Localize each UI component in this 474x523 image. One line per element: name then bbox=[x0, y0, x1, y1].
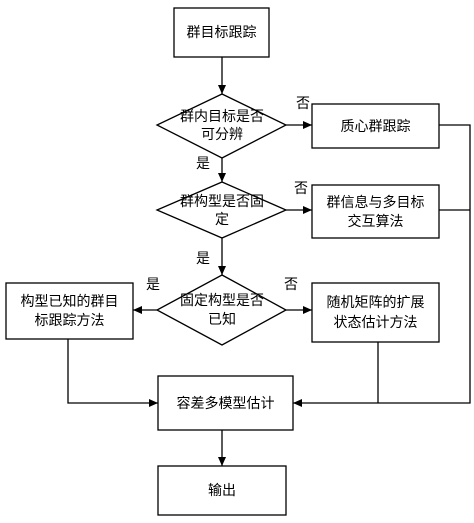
edge-label-d2-yes: 是 bbox=[196, 251, 210, 267]
decision-3-line-1: 固定构型是否 bbox=[180, 293, 264, 309]
edge-label-d1-no: 否 bbox=[296, 96, 310, 112]
decision-3: 固定构型是否 已知 bbox=[155, 274, 288, 346]
node-random-matrix-line-1: 随机矩阵的扩展 bbox=[327, 295, 425, 311]
node-centroid: 质心群跟踪 bbox=[311, 103, 440, 149]
edge-known-imm bbox=[67, 339, 158, 407]
node-known-shape-line-1: 构型已知的群目 bbox=[21, 293, 119, 310]
node-centroid-label: 质心群跟踪 bbox=[341, 119, 411, 135]
decision-1-line-2: 可分辨 bbox=[201, 127, 243, 143]
decision-1-line-1: 群内目标是否 bbox=[180, 109, 264, 125]
decision-2-line-1: 群构型是否固 bbox=[180, 194, 264, 210]
node-random-matrix-line-2: 状态估计方法 bbox=[334, 315, 418, 331]
node-known-shape-line-2: 标跟踪方法 bbox=[35, 313, 105, 329]
decision-2-line-2: 定 bbox=[215, 212, 229, 228]
node-imm: 容差多模型估计 bbox=[157, 375, 294, 431]
edge-label-d3-yes: 是 bbox=[146, 277, 160, 293]
node-start-label: 群目标跟踪 bbox=[187, 25, 257, 41]
node-random-matrix: 随机矩阵的扩展 状态估计方法 bbox=[311, 282, 440, 343]
edges bbox=[67, 57, 471, 466]
decision-3-line-2: 已知 bbox=[208, 311, 236, 328]
node-group-info: 群信息与多目标 交互算法 bbox=[311, 184, 440, 239]
edge-label-d1-yes: 是 bbox=[196, 156, 210, 172]
edge-centroid-imm bbox=[293, 124, 471, 407]
edge-label-d3-no: 否 bbox=[284, 277, 298, 293]
edge-label-d2-no: 否 bbox=[294, 181, 308, 197]
node-output-label: 输出 bbox=[208, 483, 236, 499]
node-known-shape: 构型已知的群目 标跟踪方法 bbox=[5, 282, 134, 340]
node-imm-label: 容差多模型估计 bbox=[177, 395, 275, 412]
node-group-info-line-2: 交互算法 bbox=[348, 213, 404, 230]
node-output: 输出 bbox=[157, 465, 287, 516]
node-group-info-line-1: 群信息与多目标 bbox=[327, 194, 425, 211]
decision-2: 群构型是否固 定 bbox=[155, 181, 288, 239]
decision-1: 群内目标是否 可分辨 bbox=[155, 93, 288, 159]
node-start: 群目标跟踪 bbox=[173, 7, 270, 58]
